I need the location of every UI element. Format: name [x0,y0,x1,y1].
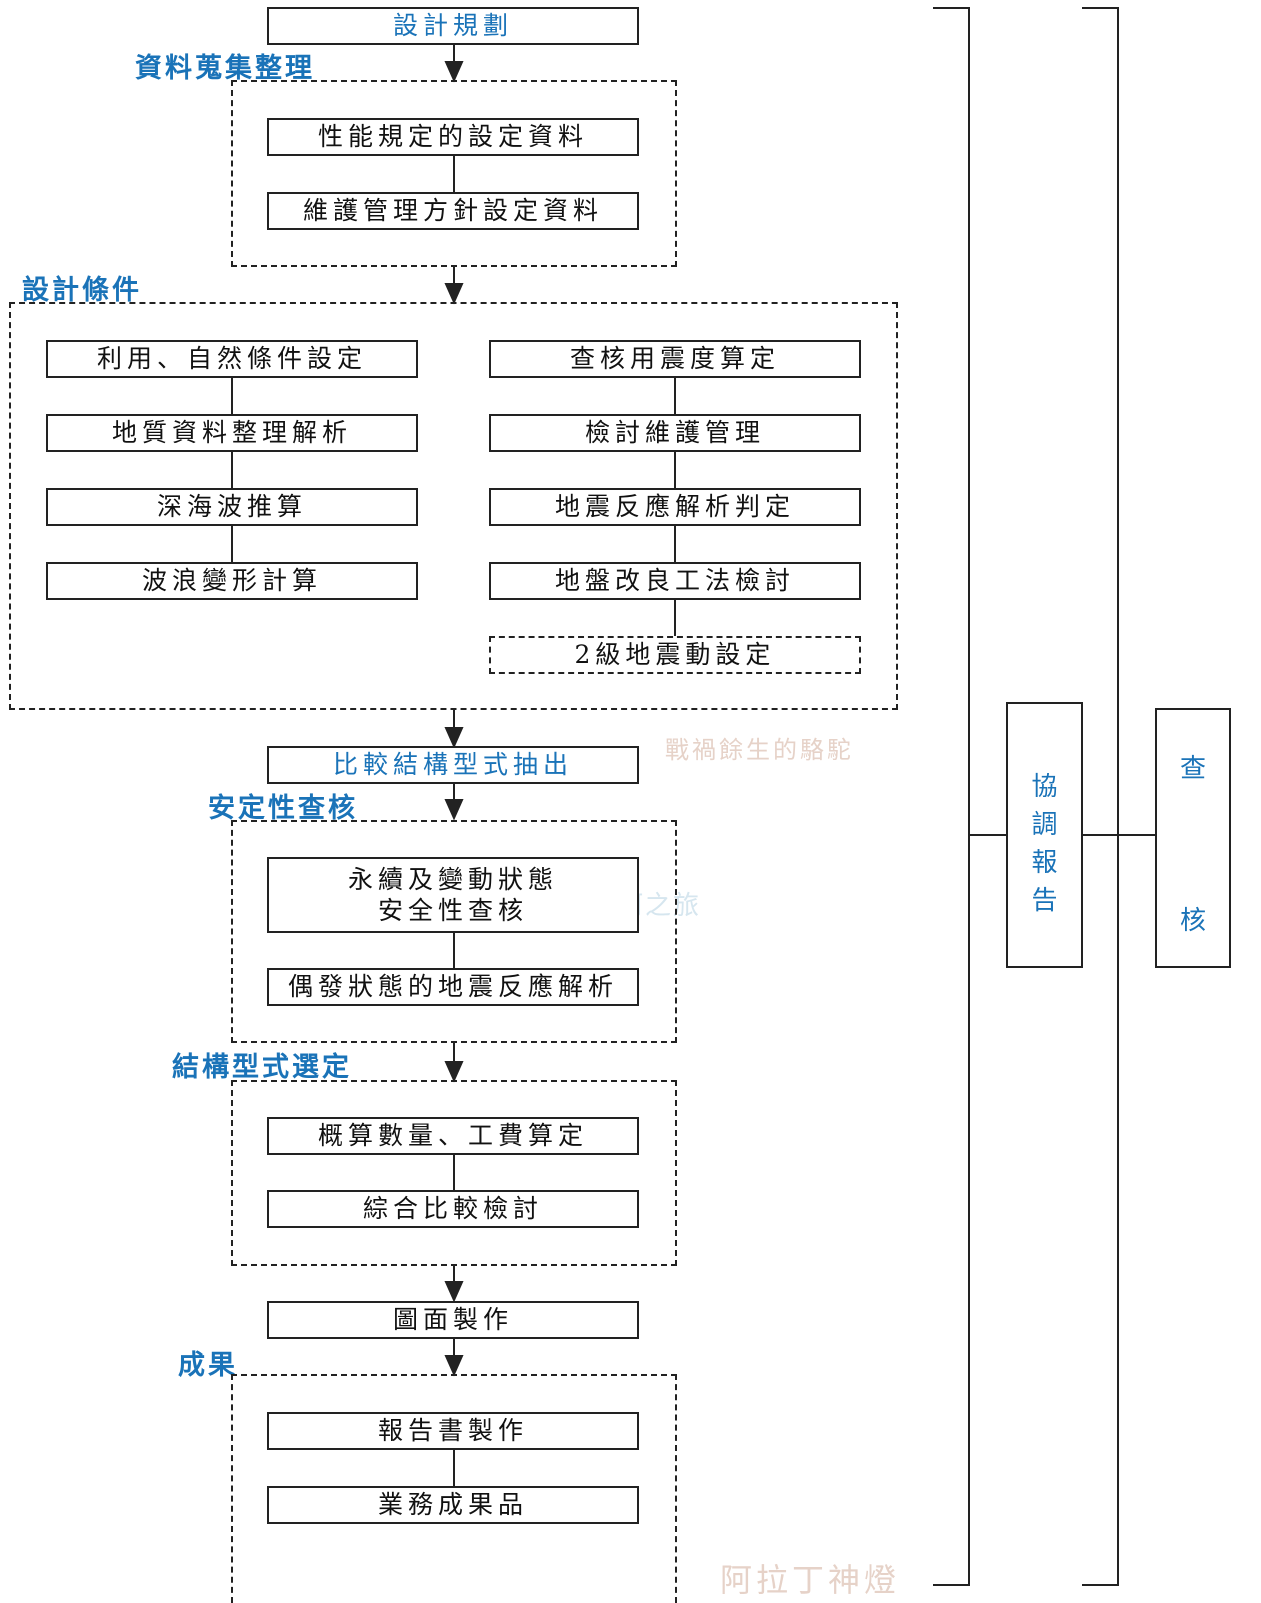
review-char-1: 查 [1179,754,1206,784]
quantity-cost-box: 概算數量、工費算定 [267,1117,639,1155]
section-title-design-conditions: 設計條件 [22,275,142,306]
performance-spec-box: 性能規定的設定資料 [267,118,639,156]
section-title-results: 成果 [178,1350,238,1381]
results-region [231,1374,677,1603]
data-collection-region [231,80,677,267]
seismic-coefficient-box: 查核用震度算定 [489,340,861,378]
watermark-camel: 戰禍餘生的駱駝 [665,736,854,764]
deliverables-box: 業務成果品 [267,1486,639,1524]
level2-ground-motion-box: 2級地震動設定 [489,636,861,674]
section-title-stability: 安定性查核 [208,793,358,824]
accidental-seismic-box: 偶發狀態的地震反應解析 [267,968,639,1006]
geology-analysis-box: 地質資料整理解析 [46,414,418,452]
maintenance-review-box: 檢討維護管理 [489,414,861,452]
coordination-char-1: 協 [1031,772,1058,802]
coordination-char-2: 調 [1031,810,1058,840]
stability-region [231,820,677,1043]
compare-structure-box: 比較結構型式抽出 [267,746,639,784]
review-char-2: 核 [1179,906,1206,936]
comprehensive-comparison-box: 綜合比較檢討 [267,1190,639,1228]
ground-improvement-box: 地盤改良工法檢討 [489,562,861,600]
deep-sea-wave-box: 深海波推算 [46,488,418,526]
watermark-lamp: 阿拉丁神燈 [720,1561,901,1599]
wave-deformation-box: 波浪變形計算 [46,562,418,600]
usage-natural-conditions-box: 利用、自然條件設定 [46,340,418,378]
review-box: 查 核 [1155,708,1231,968]
design-conditions-region [9,302,898,710]
seismic-response-box: 地震反應解析判定 [489,488,861,526]
drawing-box: 圖面製作 [267,1301,639,1339]
report-preparation-box: 報告書製作 [267,1412,639,1450]
coordination-report-box: 協 調 報 告 [1006,702,1083,968]
section-title-structure-selection: 結構型式選定 [172,1052,352,1083]
section-title-data-collection: 資料蒐集整理 [135,53,315,84]
coordination-char-3: 報 [1031,848,1058,878]
persistent-transient-check-box: 永續及變動狀態 安全性查核 [267,857,639,933]
maintenance-policy-box: 維護管理方針設定資料 [267,192,639,230]
coordination-char-4: 告 [1031,886,1058,916]
design-planning-box: 設計規劃 [267,7,639,45]
structure-selection-region [231,1080,677,1266]
